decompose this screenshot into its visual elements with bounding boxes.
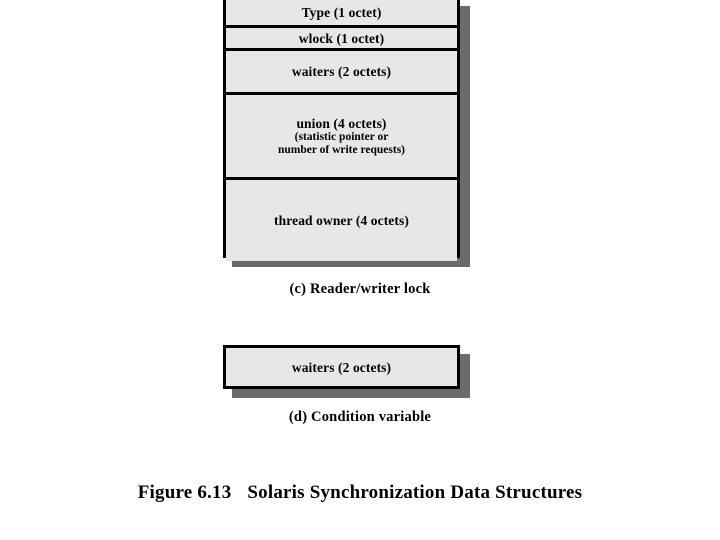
condition-variable-structure-box: waiters (2 octets) — [223, 345, 460, 389]
condition-variable-diagram: waiters (2 octets) — [223, 345, 470, 400]
field-label-union: union (4 octets) — [296, 115, 387, 131]
field-row-waiters: waiters (2 octets) — [226, 48, 457, 92]
field-row-union: union (4 octets) (statistic pointer or n… — [226, 92, 457, 177]
field-row-waiters: waiters (2 octets) — [226, 348, 457, 386]
field-label-wlock: wlock (1 octet) — [298, 30, 385, 46]
field-row-wlock: wlock (1 octet) — [226, 25, 457, 48]
field-label-thread-owner: thread owner (4 octets) — [274, 213, 409, 228]
field-row-type: Type (1 octet) — [226, 0, 457, 25]
condition-variable-caption: (d) Condition variable — [288, 409, 432, 425]
field-label-type: Type (1 octet) — [301, 5, 382, 20]
field-label-waiters: waiters (2 octets) — [291, 359, 392, 375]
field-row-thread-owner: thread owner (4 octets) — [226, 177, 457, 261]
figure-title: Solaris Synchronization Data Structures — [247, 482, 583, 503]
field-sublabel-union-line1: (statistic pointer or — [294, 130, 389, 143]
figure-caption: Figure 6.13 Solaris Synchronization Data … — [0, 482, 720, 504]
figure-number: Figure 6.13 — [137, 482, 232, 503]
field-sublabel-union-line2: number of write requests) — [277, 143, 406, 156]
reader-writer-lock-structure-box: Type (1 octet) wlock (1 octet) waiters (… — [223, 0, 460, 261]
field-label-waiters: waiters (2 octets) — [291, 64, 392, 79]
reader-writer-lock-caption: (c) Reader/writer lock — [289, 281, 431, 297]
reader-writer-lock-diagram: Type (1 octet) wlock (1 octet) waiters (… — [223, 0, 470, 267]
